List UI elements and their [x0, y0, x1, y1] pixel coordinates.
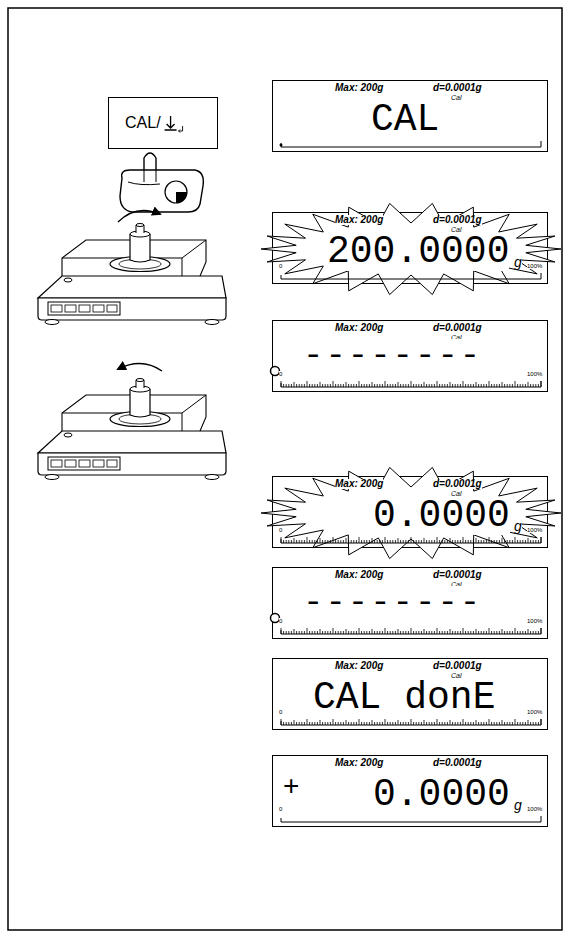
capacity-label: Max: 200g: [335, 215, 383, 225]
remove-arrow: [118, 363, 162, 371]
capacity-label: Max: 200g: [335, 758, 383, 768]
lcd-readout: 0.0000: [373, 776, 510, 814]
capacity-label: Max: 200g: [335, 83, 383, 93]
enter-symbol: [179, 126, 183, 133]
readability-label: d=0.0001g: [433, 215, 482, 225]
tare-symbol: [165, 116, 177, 130]
lcd-readout: 0.0000: [373, 497, 510, 535]
readability-label: d=0.0001g: [433, 479, 482, 489]
bar-start-label: 0: [279, 709, 282, 715]
cal-indicator: Cal: [451, 226, 462, 233]
bar-start-label: 0: [279, 618, 282, 624]
bar-graph-axis: [281, 537, 541, 543]
lcd-readout: CAL: [371, 101, 439, 139]
bar-graph-axis: [281, 381, 541, 387]
bar-graph-dot: [280, 144, 283, 147]
lcd-display: Max: 200g d=0.0001gCalCAL donE 0 100%: [272, 658, 548, 730]
readability-label: d=0.0001g: [433, 570, 482, 580]
bar-graph-axis: [281, 628, 541, 634]
cal-indicator: Cal: [451, 94, 462, 101]
frame: [8, 8, 562, 930]
press-indicator: [165, 181, 187, 203]
calibration-weight: [130, 379, 150, 418]
lcd-display: Max: 200g d=0.0001g +0.0000 g 0 100%: [272, 755, 548, 827]
lcd-readout: 200.0000: [327, 233, 509, 271]
press-indicator-quarter: [176, 192, 187, 203]
lcd-dashes: --------: [303, 586, 482, 620]
cal-indicator: Cal: [451, 490, 462, 497]
hand-pressing-key: [120, 153, 203, 212]
key-label: CAL/: [125, 115, 161, 131]
flash-starburst: [261, 467, 561, 558]
bar-graph-ticks: [281, 381, 541, 387]
unit-label: g: [514, 255, 522, 269]
bar-graph-ticks: [281, 719, 541, 725]
bar-end-label: 100%: [527, 527, 542, 533]
knuckle-line: [128, 170, 160, 185]
bar-end-label: 100%: [527, 263, 542, 269]
lcd-display-flashing: Max: 200g d=0.0001gCal0.0000 g 0 100%: [272, 476, 548, 548]
bar-start-label: 0: [279, 806, 282, 812]
calibration-weight: [130, 224, 150, 263]
cal-key: CAL/: [108, 97, 218, 149]
lcd-dashes: --------: [303, 339, 482, 373]
bar-graph-axis: [281, 141, 541, 147]
lcd-display-flashing: Max: 200g d=0.0001gCal200.0000 g 0 100%: [272, 212, 548, 284]
bar-end-label: 100%: [527, 806, 542, 812]
bar-end-label: 100%: [527, 371, 542, 377]
bar-start-label: 0: [279, 263, 282, 269]
capacity-label: Max: 200g: [335, 661, 383, 671]
flash-starburst: [261, 203, 561, 294]
capacity-label: Max: 200g: [335, 479, 383, 489]
bar-start-label: 0: [279, 527, 282, 533]
readability-label: d=0.0001g: [433, 758, 482, 768]
unit-label: g: [514, 519, 522, 533]
lcd-display: Max: 200gd=0.0001gCal--------0100%: [272, 320, 548, 392]
readability-label: d=0.0001g: [433, 661, 482, 671]
unit-label: g: [514, 798, 522, 812]
capacity-label: Max: 200g: [335, 323, 383, 333]
balance-illustration-remove: [38, 363, 226, 479]
place-arrow: [118, 210, 160, 222]
readability-label: d=0.0001g: [433, 83, 482, 93]
readability-label: d=0.0001g: [433, 323, 482, 333]
bar-graph-axis: [281, 816, 541, 822]
stability-sign: +: [283, 772, 299, 800]
lcd-display: Max: 200gd=0.0001gCal--------0100%: [272, 567, 548, 639]
bar-start-label: 0: [279, 371, 282, 377]
bar-graph-axis: [281, 273, 541, 279]
bar-end-label: 100%: [527, 618, 542, 624]
bar-graph-ticks: [281, 628, 541, 634]
lcd-readout: CAL donE: [313, 679, 495, 717]
capacity-label: Max: 200g: [335, 570, 383, 580]
bar-graph-axis: [281, 719, 541, 725]
cal-indicator: Cal: [451, 672, 462, 679]
bar-graph-ticks: [281, 537, 541, 543]
lcd-display: Max: 200g d=0.0001gCalCAL: [272, 80, 548, 152]
bar-end-label: 100%: [527, 709, 542, 715]
fist: [120, 170, 203, 212]
